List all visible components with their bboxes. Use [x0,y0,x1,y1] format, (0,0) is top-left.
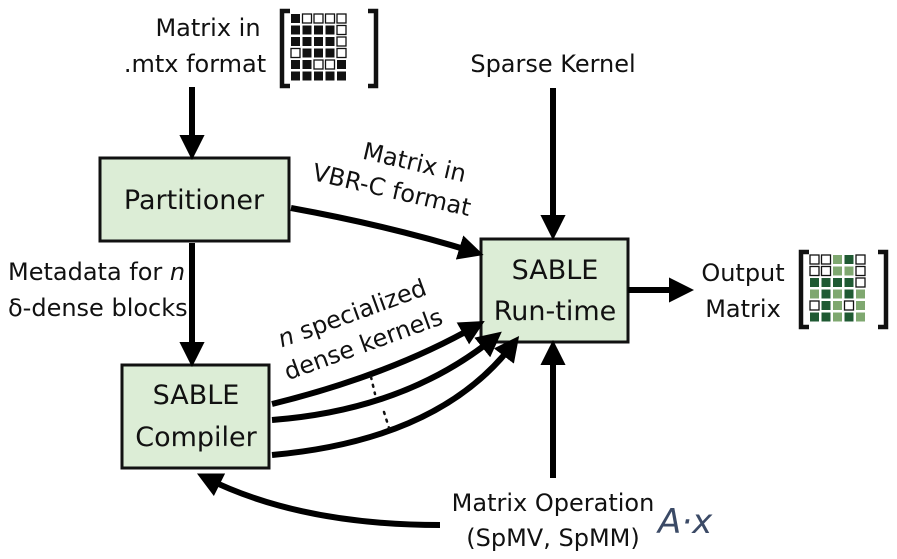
matrix-cell [336,24,347,36]
matrix-cell [302,48,312,58]
matrix-cell [855,265,866,277]
matrix-cell [843,300,855,311]
matrix-cell [855,254,866,265]
matrix-cell [302,60,312,69]
matrix-cell [314,71,323,81]
matrix-cell [291,71,300,81]
matrix-cell [291,37,300,46]
metadata-label-line2: δ-dense blocks [8,294,188,322]
matrix-cell [314,37,323,46]
matrix-cell [314,25,323,35]
matrix-cell [325,48,335,58]
arrow-kernel-3 [271,335,520,458]
input-matrix-label-line2: .mtx format [124,50,266,78]
matrix-cell [291,60,300,69]
matrix-cell [844,266,854,276]
matrix-cell [302,71,312,81]
matrix-cell [833,301,842,310]
partitioner-box [98,156,291,243]
sable-compiler-box [120,363,271,470]
sparse-matrix-icon [279,8,379,89]
matrix-cell [821,278,831,287]
compiler-label-line2: Compiler [135,422,257,453]
matrix-cell [810,278,819,287]
matrix-cell [325,37,335,46]
matrix-cell [810,289,819,299]
matrix-cell [856,289,865,299]
matrix-cell [810,312,819,322]
runtime-label-line1: SABLE [512,255,599,286]
matrix-cell [290,47,301,59]
matrix-cell [314,48,323,58]
kernels-label-group: n specialized dense kernels [274,274,446,386]
matrix-cell [821,312,831,322]
matrix-cell [809,300,820,311]
matrix-cell [833,266,842,276]
vbr-label-group: Matrix in VBR-C format [310,137,474,222]
matrix-cell [844,312,854,322]
matrix-cell [301,13,313,24]
matrix-cell [844,289,854,299]
sparse-kernel-label: Sparse Kernel [470,50,635,78]
output-label-line2: Matrix [705,295,781,323]
compiler-label-line1: SABLE [153,380,240,411]
input-matrix-label-line1: Matrix in [155,14,260,42]
matrix-cell [325,71,335,81]
matrix-cell [833,312,842,322]
operation-math-label: A·x [656,502,713,542]
arrow-partitioner-to-runtime [290,205,484,260]
operation-label-line1: Matrix Operation [452,489,655,517]
matrix-cell [833,255,842,264]
matrix-cell [856,312,865,322]
kernel-ellipsis-upper [369,375,377,396]
matrix-cell [809,265,820,277]
matrix-cell [820,265,832,277]
matrix-cell [844,278,854,287]
metadata-label-line1: Metadata for n [8,258,185,286]
matrix-cell [302,37,312,46]
matrix-cell [844,255,854,264]
output-matrix-icon [798,249,889,330]
matrix-cell [325,25,335,35]
matrix-cell [337,60,346,69]
matrix-cell [302,25,312,35]
arrow-kernel-2 [271,331,502,423]
matrix-cell [809,254,820,265]
arrow-kernel-1 [271,321,485,407]
matrix-cell [821,289,831,299]
matrix-cell [833,289,842,299]
kernel-ellipsis-lower [382,410,391,430]
runtime-label-line2: Run-time [494,296,617,327]
matrix-cell [324,13,336,24]
arrow-operation-to-compiler [196,473,441,528]
matrix-cell [313,13,324,24]
partitioner-label: Partitioner [124,185,265,216]
matrix-cell [291,14,300,23]
matrix-cell [313,59,324,70]
matrix-cell [337,71,346,81]
matrix-cell [821,301,831,310]
matrix-cell [336,13,347,24]
matrix-cell [336,36,347,47]
matrix-cell [820,254,832,265]
matrix-cell [291,25,300,35]
output-label-line1: Output [701,259,784,287]
operation-label-line2: (SpMV, SpMM) [466,524,639,552]
matrix-cell [833,278,842,287]
matrix-cell [324,59,336,70]
matrix-cell [855,277,866,288]
matrix-cell [856,301,865,310]
matrix-cell [336,47,347,59]
